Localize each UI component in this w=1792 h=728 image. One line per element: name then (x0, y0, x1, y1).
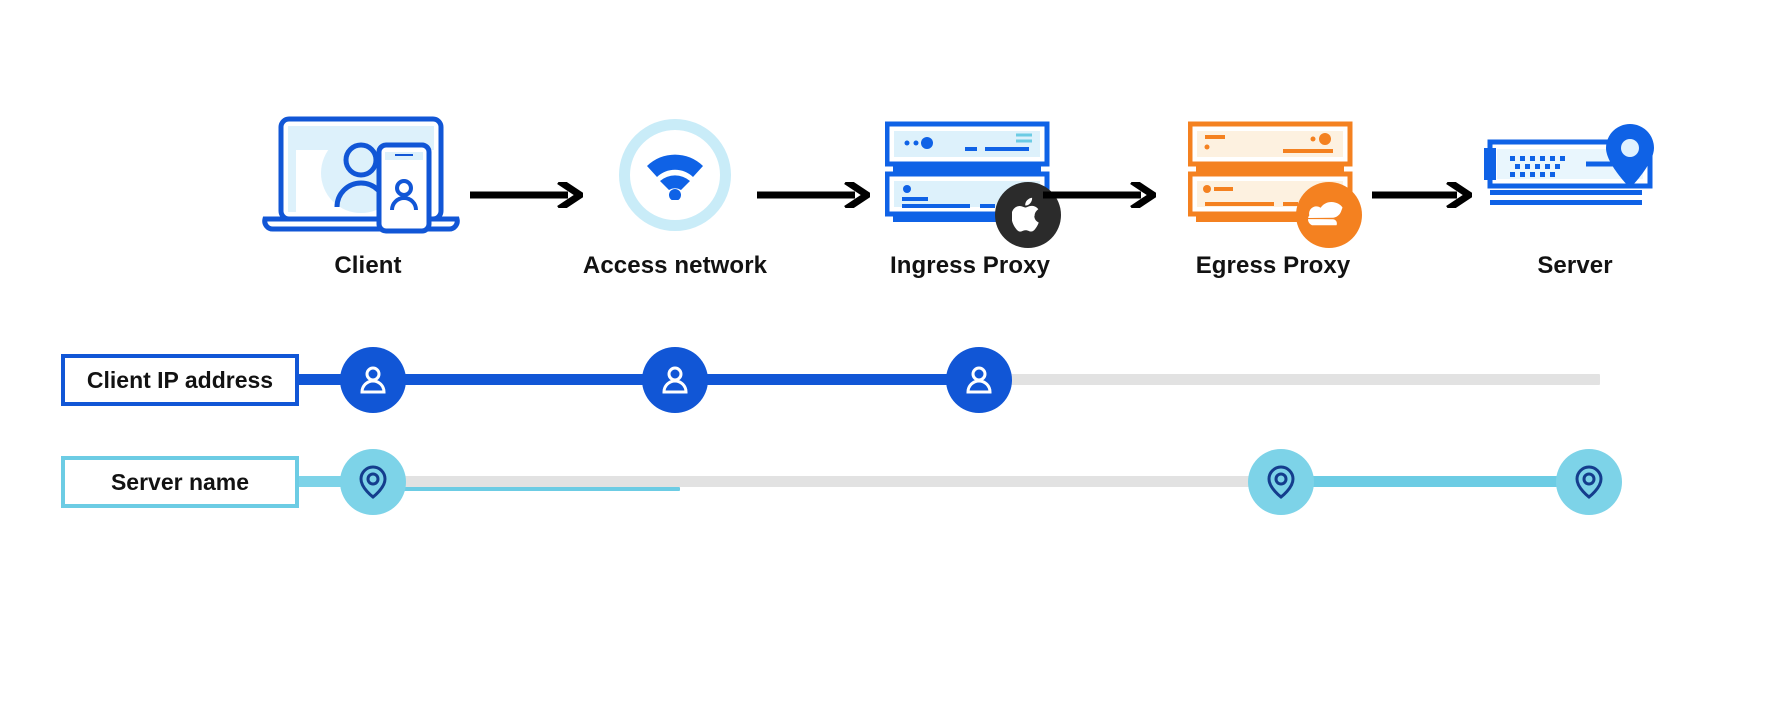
server-rack-blue-icon (884, 120, 1061, 248)
pipeline-node-access-network-label: Access network (582, 252, 768, 279)
pipeline-node-egress-proxy-label: Egress Proxy (1195, 252, 1351, 279)
server-pin-icon (1478, 120, 1673, 230)
timeline-node-client-ip-access[interactable] (642, 347, 708, 413)
arrow-ingress-to-egress (1043, 182, 1156, 208)
pipeline-row: Client Access network (0, 0, 1792, 330)
arrow-egress-to-server (1372, 182, 1472, 208)
track-label-server-name-text: Server name (110, 468, 250, 495)
egress-proxy-art (1163, 110, 1383, 248)
segment-thin-light-rule (400, 487, 680, 491)
client-art (258, 110, 478, 240)
wifi-icon (619, 119, 731, 231)
segment-inactive-gray (1000, 374, 1600, 385)
timelines-section: Client IP address Server name (0, 330, 1792, 590)
timeline-node-client-ip-client[interactable] (340, 347, 406, 413)
person-icon (360, 366, 386, 394)
track-label-client-ip-address-text: Client IP address (86, 366, 274, 393)
pipeline-node-ingress-proxy[interactable]: Ingress Proxy (860, 110, 1080, 310)
pipeline-node-client[interactable]: Client (258, 110, 478, 310)
person-icon (966, 366, 992, 394)
server-art (1465, 110, 1685, 240)
timeline-node-client-ip-ingress[interactable] (946, 347, 1012, 413)
map-pin-icon (1575, 465, 1603, 499)
server-rack-orange-icon (1187, 120, 1362, 248)
segment-stub-light (280, 476, 370, 487)
timeline-server-name: Server name (0, 432, 1792, 542)
timeline-client-ip-address: Client IP address (0, 330, 1792, 440)
timeline-node-server-name-server[interactable] (1556, 449, 1622, 515)
person-icon (662, 366, 688, 394)
segment-active-light (1255, 476, 1615, 487)
arrow-client-to-access (470, 182, 583, 208)
segment-inactive-gray (400, 476, 1280, 487)
timeline-node-server-name-egress[interactable] (1248, 449, 1314, 515)
pipeline-node-ingress-proxy-label: Ingress Proxy (889, 252, 1051, 279)
pipeline-node-server[interactable]: Server (1465, 110, 1685, 310)
track-label-server-name[interactable]: Server name (61, 456, 299, 508)
pipeline-node-server-label: Server (1537, 252, 1613, 279)
map-pin-icon (1267, 465, 1295, 499)
arrow-access-to-ingress (757, 182, 870, 208)
map-pin-icon (359, 465, 387, 499)
ingress-proxy-art (860, 110, 1080, 248)
track-label-client-ip-address[interactable]: Client IP address (61, 354, 299, 406)
access-network-art (565, 110, 785, 240)
pipeline-node-access-network[interactable]: Access network (565, 110, 785, 310)
pipeline-node-egress-proxy[interactable]: Egress Proxy (1163, 110, 1383, 310)
timeline-node-server-name-client[interactable] (340, 449, 406, 515)
cloudflare-logo-icon (1296, 182, 1362, 248)
laptop-phone-user-icon (261, 115, 476, 235)
pipeline-node-client-label: Client (334, 252, 402, 279)
